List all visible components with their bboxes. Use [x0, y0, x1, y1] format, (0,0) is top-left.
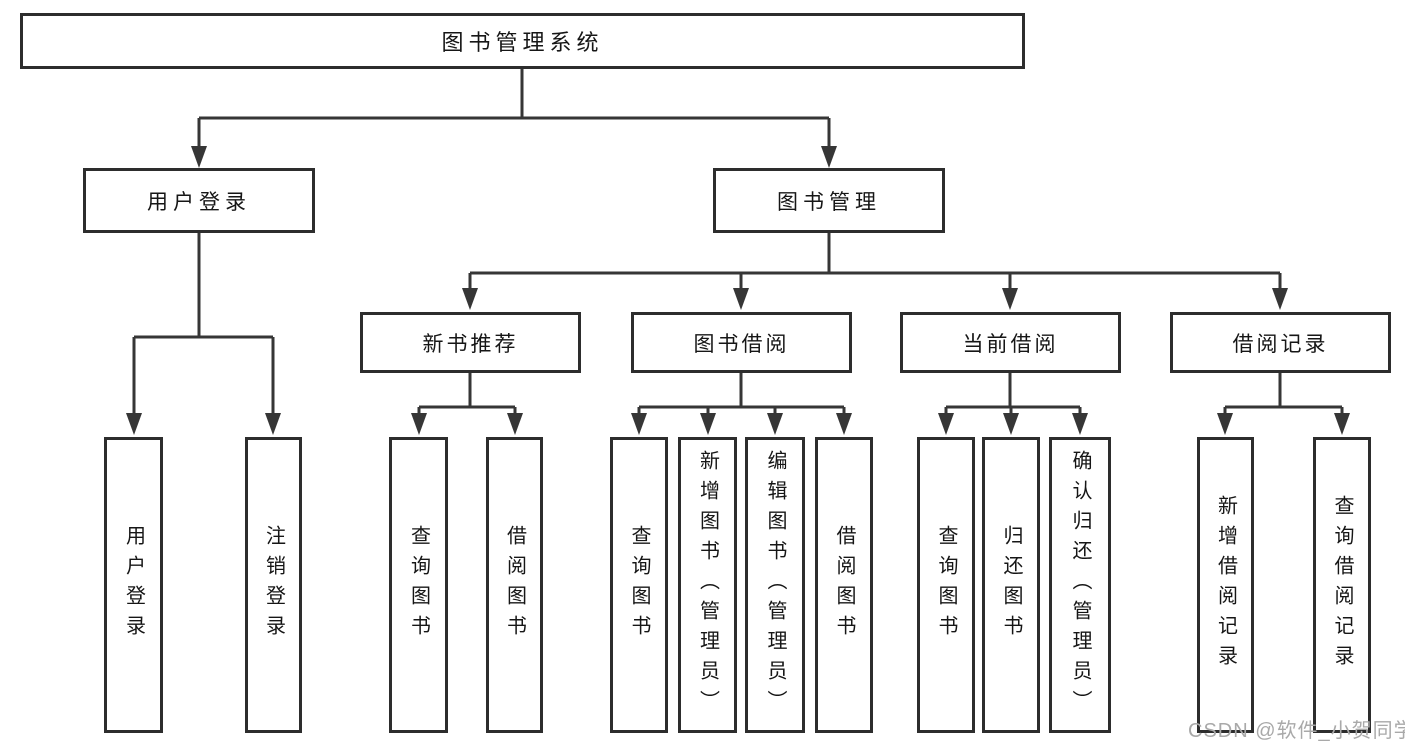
- arrowhead: [507, 413, 523, 435]
- leaf-label: 注销登录: [262, 525, 285, 645]
- arrowhead: [1072, 413, 1088, 435]
- leaf-query-books-borrow: 查询图书: [610, 437, 668, 733]
- leaf-label: 用户登录: [122, 525, 145, 645]
- leaf-label: 确认归还（管理员）: [1069, 450, 1091, 720]
- node-book-borrowing: 图书借阅: [631, 312, 852, 373]
- arrowhead: [1334, 413, 1350, 435]
- arrowhead: [700, 413, 716, 435]
- leaf-label: 查询图书: [628, 525, 650, 645]
- leaf-label: 新增借阅记录: [1214, 495, 1237, 675]
- arrowhead: [1272, 288, 1288, 310]
- arrowhead: [767, 413, 783, 435]
- connector-new-book-children: [417, 373, 517, 416]
- leaf-logout: 注销登录: [245, 437, 302, 733]
- node-borrowing-records: 借阅记录: [1170, 312, 1391, 373]
- node-book-management: 图书管理: [713, 168, 945, 233]
- leaf-query-borrow-record: 查询借阅记录: [1313, 437, 1371, 733]
- leaf-add-books-admin: 新增图书（管理员）: [678, 437, 737, 733]
- leaf-label: 查询图书: [935, 525, 957, 645]
- arrowhead: [126, 413, 142, 435]
- leaf-label: 归还图书: [1000, 525, 1022, 645]
- leaf-borrow-books: 借阅图书: [815, 437, 873, 733]
- node-current-borrowing: 当前借阅: [900, 312, 1121, 373]
- leaf-edit-books-admin: 编辑图书（管理员）: [745, 437, 805, 733]
- node-new-book-recommendation: 新书推荐: [360, 312, 581, 373]
- arrowhead: [821, 146, 837, 168]
- csdn-watermark: CSDN @软件_小贺同学: [1188, 720, 1405, 742]
- arrowhead: [938, 413, 954, 435]
- connector-user-login-children: [132, 233, 275, 416]
- arrowhead: [462, 288, 478, 310]
- node-library-management-system: 图书管理系统: [20, 13, 1025, 69]
- connector-root-to-level2: [197, 69, 831, 150]
- node-user-login: 用户登录: [83, 168, 315, 233]
- leaf-return-books: 归还图书: [982, 437, 1040, 733]
- arrowhead: [836, 413, 852, 435]
- leaf-confirm-return-admin: 确认归还（管理员）: [1049, 437, 1111, 733]
- arrowhead: [733, 288, 749, 310]
- arrowhead: [265, 413, 281, 435]
- leaf-borrow-books-recommend: 借阅图书: [486, 437, 543, 733]
- leaf-label: 编辑图书（管理员）: [764, 450, 786, 720]
- connector-borrow-record-children: [1223, 373, 1344, 416]
- leaf-label: 借阅图书: [503, 525, 526, 645]
- arrowhead: [1217, 413, 1233, 435]
- leaf-add-borrow-record: 新增借阅记录: [1197, 437, 1254, 733]
- leaf-query-books-current: 查询图书: [917, 437, 975, 733]
- arrowhead: [411, 413, 427, 435]
- arrowhead: [631, 413, 647, 435]
- leaf-user-login: 用户登录: [104, 437, 163, 733]
- connector-current-borrow-children: [944, 373, 1082, 416]
- leaf-label: 借阅图书: [833, 525, 855, 645]
- arrowhead: [1002, 288, 1018, 310]
- leaf-query-books-recommend: 查询图书: [389, 437, 448, 733]
- leaf-label: 新增图书（管理员）: [696, 450, 719, 720]
- leaf-label: 查询图书: [407, 525, 430, 645]
- arrowheads: [126, 146, 1350, 435]
- leaf-label: 查询借阅记录: [1331, 495, 1353, 675]
- connector-book-borrow-children: [637, 373, 846, 416]
- arrowhead: [1003, 413, 1019, 435]
- connector-book-management-children: [468, 233, 1282, 291]
- arrowhead: [191, 146, 207, 168]
